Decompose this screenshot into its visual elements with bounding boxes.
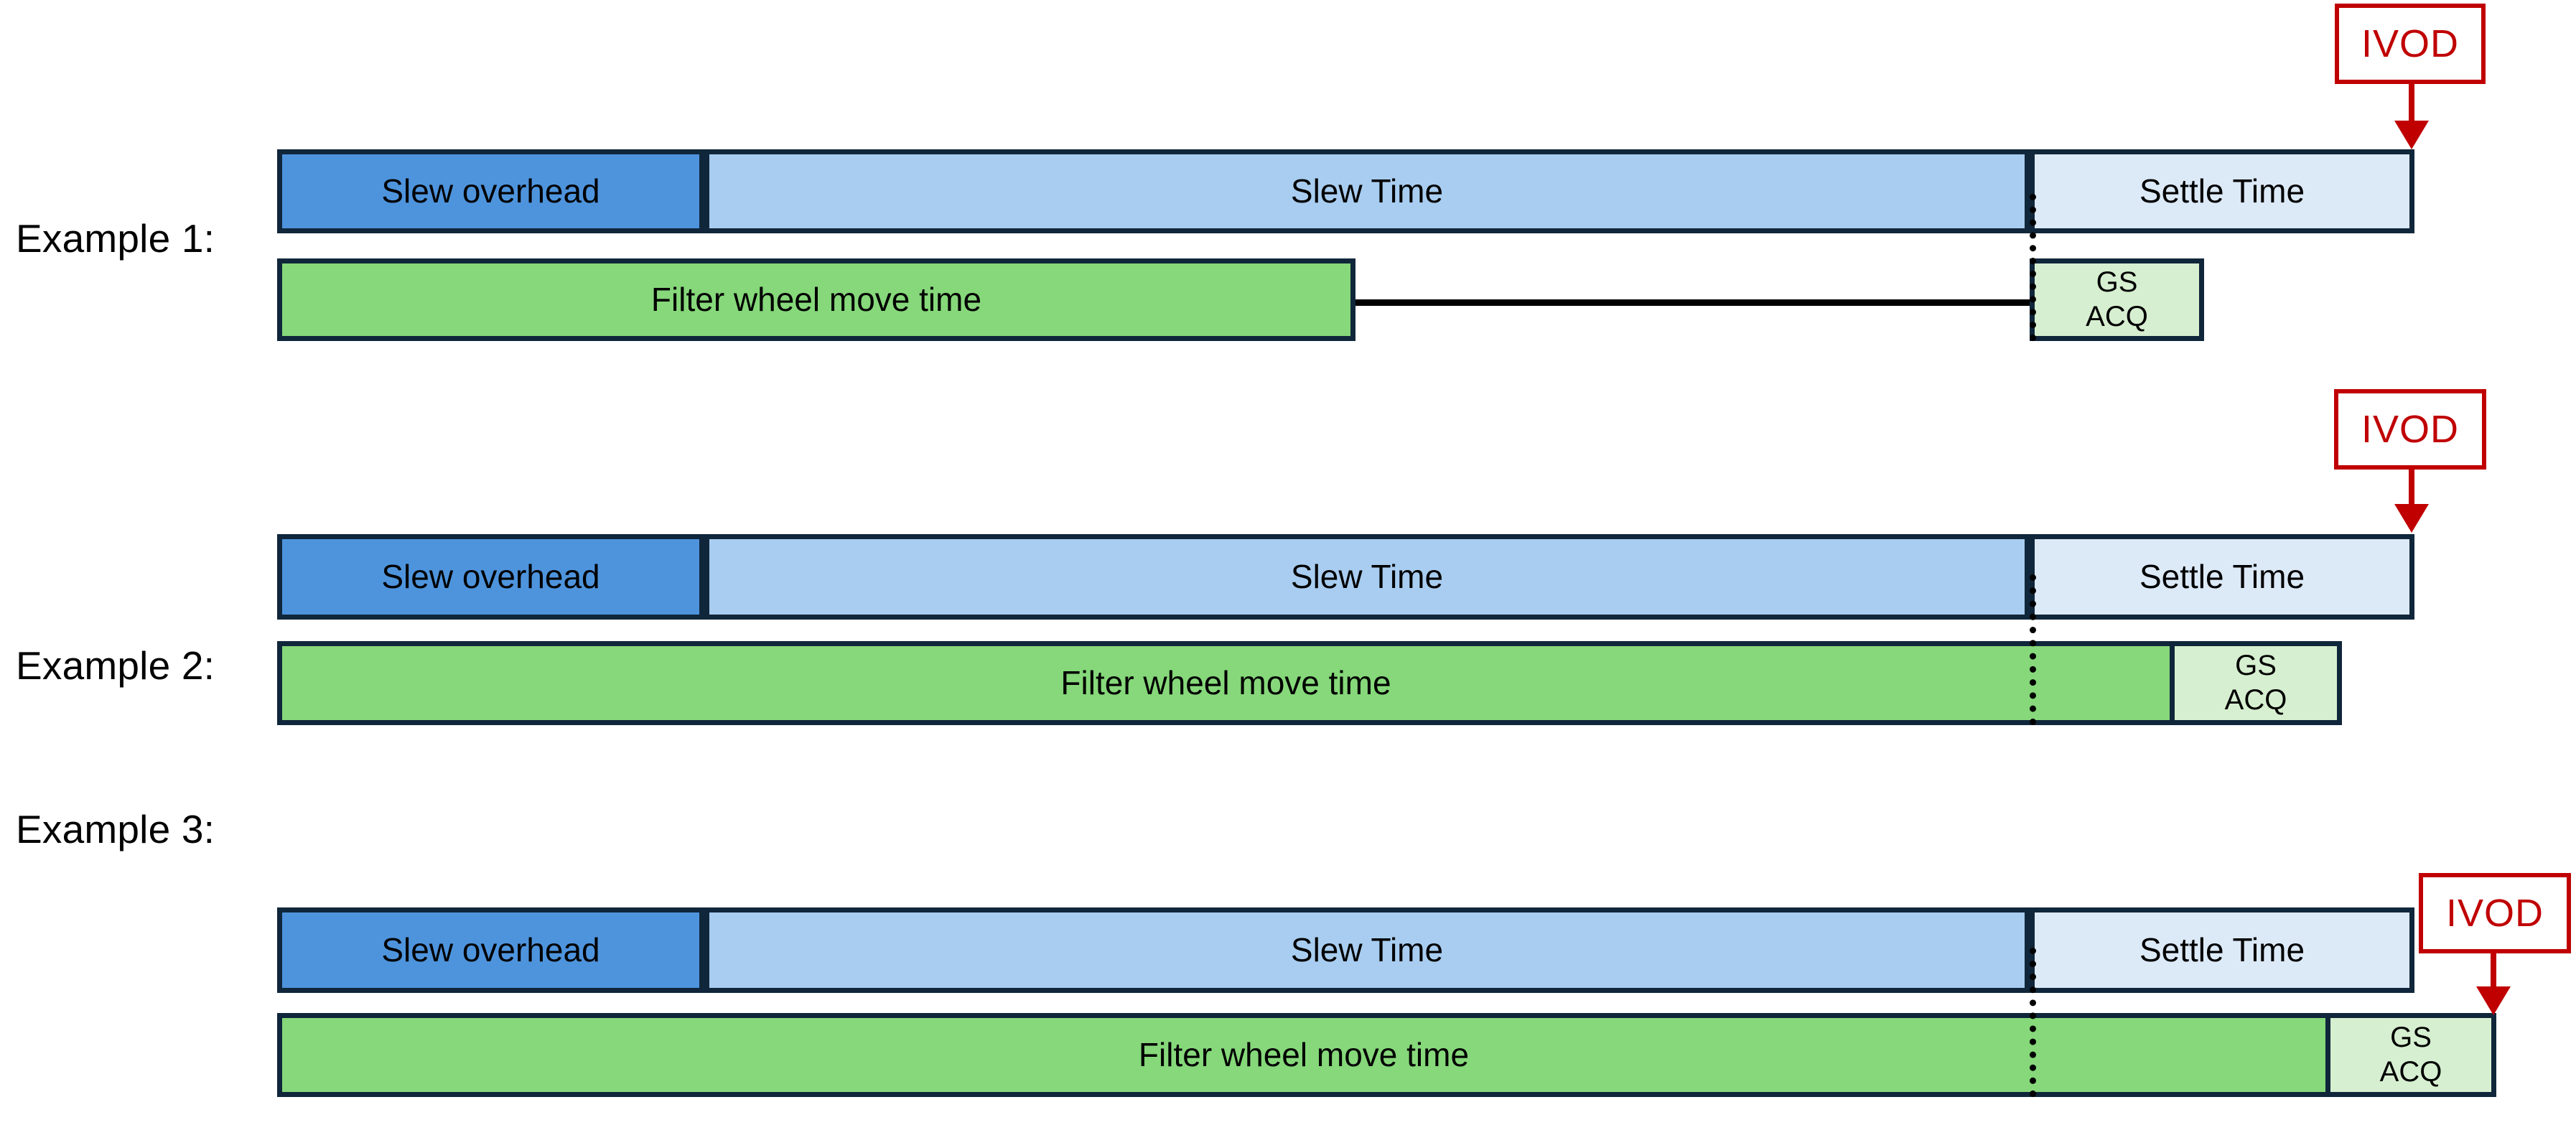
gs-acq-line-2: ACQ bbox=[2224, 683, 2287, 716]
settle-time-example-3: Settle Time bbox=[2030, 907, 2414, 993]
filter-to-gsacq-connector-example-1 bbox=[1355, 299, 2030, 306]
slew-time-example-1: Slew Time bbox=[704, 149, 2030, 233]
ivod-arrow-stem-example-1 bbox=[2409, 84, 2414, 121]
filter-wheel-move-time-example-3: Filter wheel move time bbox=[277, 1013, 2330, 1097]
gs-acq-line-1: GS bbox=[2235, 650, 2277, 682]
settle-time-example-2: Settle Time bbox=[2030, 534, 2414, 620]
slew-time-example-2: Slew Time bbox=[704, 534, 2030, 620]
gs-acq-line-2: ACQ bbox=[2086, 300, 2148, 332]
row-label-example-1: Example 1: bbox=[16, 216, 215, 261]
row-label-example-3: Example 3: bbox=[16, 807, 215, 851]
slew-time-example-3: Slew Time bbox=[704, 907, 2030, 993]
gs-acq-line-1: GS bbox=[2096, 266, 2138, 299]
ivod-arrow-stem-example-3 bbox=[2491, 953, 2496, 986]
settle-boundary-dotted-line-example-3 bbox=[2030, 948, 2036, 1097]
ivod-arrow-head-example-3 bbox=[2476, 986, 2511, 1015]
filter-wheel-move-time-example-2: Filter wheel move time bbox=[277, 641, 2175, 725]
ivod-callout-box-example-1: IVOD bbox=[2335, 4, 2486, 84]
gs-acq-line-2: ACQ bbox=[2379, 1055, 2442, 1088]
slew-overhead-example-2: Slew overhead bbox=[277, 534, 704, 620]
ivod-arrow-head-example-1 bbox=[2394, 121, 2429, 149]
ivod-callout-box-example-3: IVOD bbox=[2419, 873, 2571, 953]
slew-overhead-example-3: Slew overhead bbox=[277, 907, 704, 993]
ivod-arrow-head-example-2 bbox=[2394, 504, 2429, 533]
slew-overhead-example-1: Slew overhead bbox=[277, 149, 704, 233]
settle-time-example-1: Settle Time bbox=[2030, 149, 2414, 233]
filter-wheel-move-time-example-1: Filter wheel move time bbox=[277, 258, 1355, 341]
ivod-callout-box-example-2: IVOD bbox=[2334, 389, 2486, 470]
settle-boundary-dotted-line-example-1 bbox=[2030, 194, 2036, 341]
settle-boundary-dotted-line-example-2 bbox=[2030, 574, 2036, 725]
gs-acq-line-1: GS bbox=[2390, 1022, 2432, 1054]
row-label-example-2: Example 2: bbox=[16, 643, 215, 688]
ivod-arrow-stem-example-2 bbox=[2409, 470, 2414, 504]
